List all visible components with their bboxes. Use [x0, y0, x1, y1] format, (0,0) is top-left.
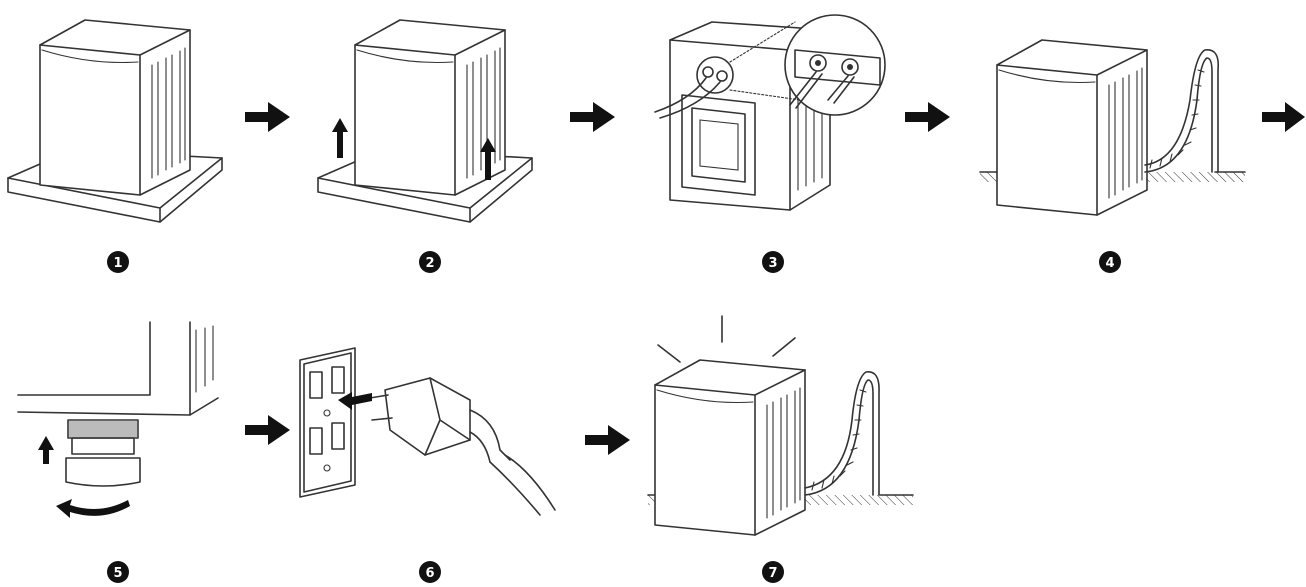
flow-arrow-1 [245, 102, 290, 132]
svg-text:3: 3 [768, 256, 777, 271]
flow-arrow-6 [585, 425, 630, 455]
flow-arrow-3 [905, 102, 950, 132]
svg-text:7: 7 [768, 566, 777, 581]
step-6-illustration [299, 347, 556, 516]
svg-text:2: 2 [425, 256, 434, 271]
step-badge-4: 4 [1099, 251, 1121, 273]
step-badge-1: 1 [107, 251, 129, 273]
rotate-arrow [56, 499, 130, 518]
flow-arrow-5 [245, 415, 290, 445]
svg-text:1: 1 [113, 256, 122, 271]
step-2-illustration [317, 19, 533, 223]
step-badge-2: 2 [419, 251, 441, 273]
step-3-illustration [654, 14, 886, 211]
insert-arrow [338, 392, 372, 410]
step-badge-6: 6 [419, 561, 441, 583]
lift-arrow-right [480, 138, 496, 180]
raise-arrow [38, 436, 54, 464]
lift-arrow-left [332, 118, 348, 158]
step-badge-7: 7 [762, 561, 784, 583]
flow-arrow-4 [1262, 102, 1305, 132]
step-4-illustration [979, 39, 1246, 216]
step-badge-3: 3 [762, 251, 784, 273]
svg-text:5: 5 [113, 566, 122, 581]
step-badge-5: 5 [107, 561, 129, 583]
step-1-illustration [7, 19, 223, 223]
flow-arrow-2 [570, 102, 615, 132]
svg-text:6: 6 [425, 566, 434, 581]
step-5-illustration [17, 321, 219, 518]
step-7-illustration [647, 315, 914, 536]
svg-text:4: 4 [1105, 256, 1114, 271]
